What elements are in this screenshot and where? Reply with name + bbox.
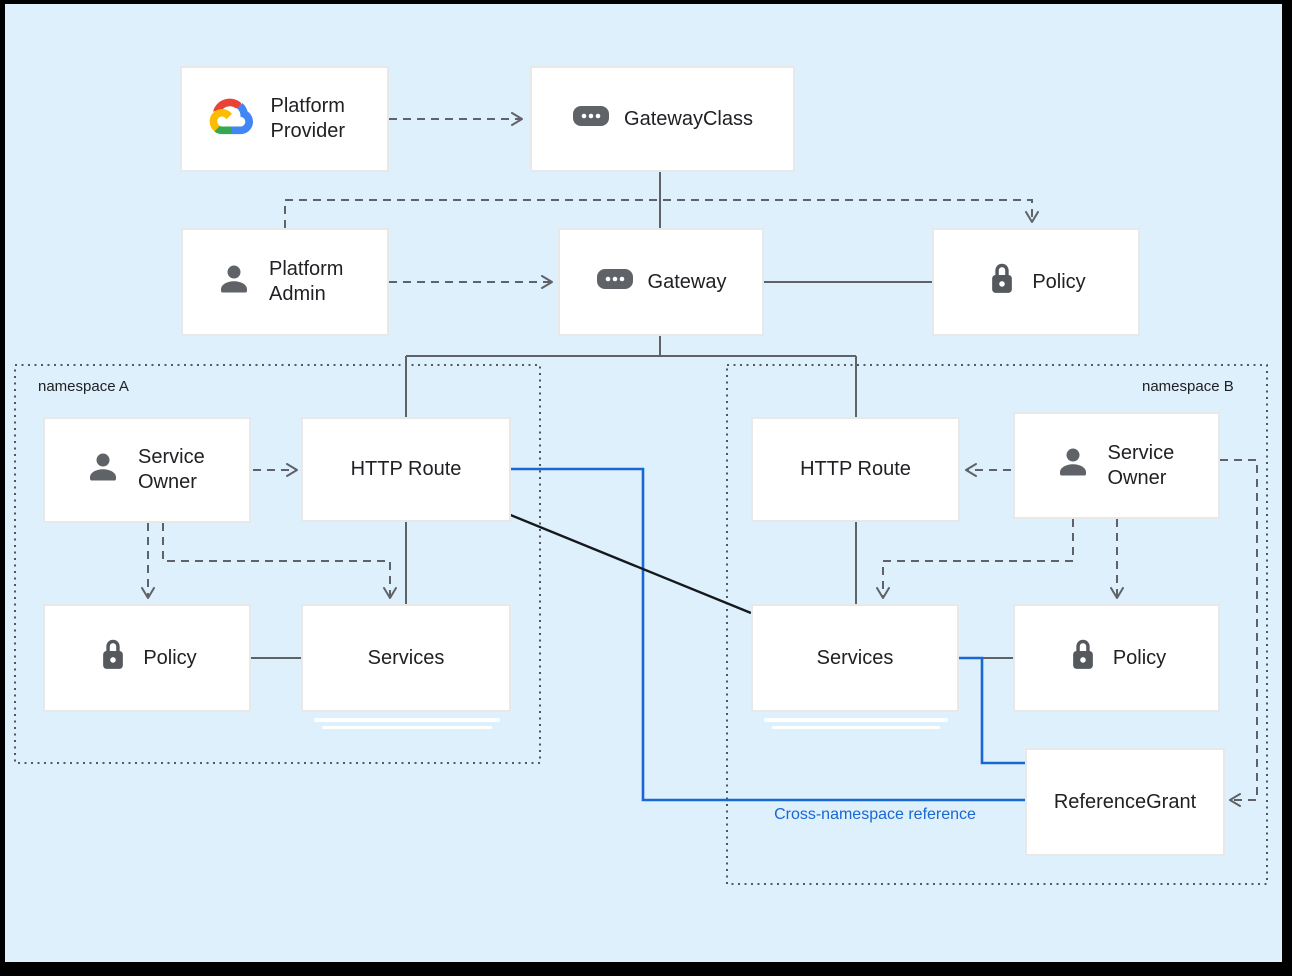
node-http-route-b: HTTP Route: [751, 417, 960, 522]
node-services-a: Services: [301, 604, 511, 712]
node-policy-a: Policy: [43, 604, 251, 712]
node-http-route-a: HTTP Route: [301, 417, 511, 522]
connector-admin-policy: [284, 199, 1039, 228]
namespace-b-boundary: [726, 364, 1268, 885]
person-icon: [84, 448, 122, 493]
services-b-stack-line: [772, 726, 940, 729]
node-platform-provider: Platform Provider: [180, 66, 389, 172]
node-service-owner-b: Service Owner: [1013, 412, 1220, 519]
node-services-b: Services: [751, 604, 959, 712]
connector-owner-a-services-a: [162, 523, 397, 599]
lock-icon: [1067, 637, 1099, 680]
person-icon: [1054, 443, 1092, 488]
gateway-icon: [572, 105, 610, 134]
node-label: GatewayClass: [624, 107, 753, 130]
node-label: Platform Provider: [270, 95, 345, 142]
node-policy-top: Policy: [932, 228, 1140, 336]
connector-services-b-referencegrant: [959, 656, 1025, 765]
gateway-icon: [596, 268, 634, 297]
person-icon: [215, 260, 253, 305]
node-gateway-class: GatewayClass: [530, 66, 795, 172]
services-a-stack-line: [322, 726, 492, 729]
node-gateway: Gateway: [558, 228, 764, 336]
namespace-b-label: namespace B: [1142, 378, 1234, 395]
node-reference-grant: ReferenceGrant: [1025, 748, 1225, 856]
node-label: Services: [367, 646, 445, 669]
google-cloud-icon: [207, 96, 259, 143]
services-a-stack-line: [314, 718, 500, 722]
connector-owner-b-referencegrant: [1220, 459, 1258, 807]
node-label: Policy: [143, 646, 197, 669]
namespace-a-label: namespace A: [38, 378, 129, 395]
node-label: HTTP Route: [350, 458, 462, 480]
node-label: HTTP Route: [800, 458, 911, 480]
connector-httproute-a-referencegrant: [511, 467, 1025, 802]
connector-httproute-a-services-b: [507, 512, 752, 615]
node-label: Gateway: [647, 270, 727, 293]
node-platform-admin: Platform Admin: [181, 228, 389, 336]
node-label: Policy: [1032, 270, 1086, 293]
node-service-owner-a: Service Owner: [43, 417, 251, 523]
node-label: Service Owner: [1107, 441, 1175, 489]
node-label: Policy: [1112, 646, 1167, 669]
cross-namespace-reference-label: Cross-namespace reference: [774, 806, 976, 823]
lock-icon: [986, 261, 1018, 304]
node-label: Service Owner: [138, 446, 205, 493]
node-policy-b: Policy: [1013, 604, 1220, 712]
node-label: Platform Admin: [269, 258, 344, 305]
lock-icon: [97, 637, 129, 680]
connector-owner-b-services-b: [876, 519, 1074, 599]
services-b-stack-line: [764, 718, 948, 722]
node-label: Services: [816, 646, 894, 669]
node-label: ReferenceGrant: [1053, 790, 1197, 813]
